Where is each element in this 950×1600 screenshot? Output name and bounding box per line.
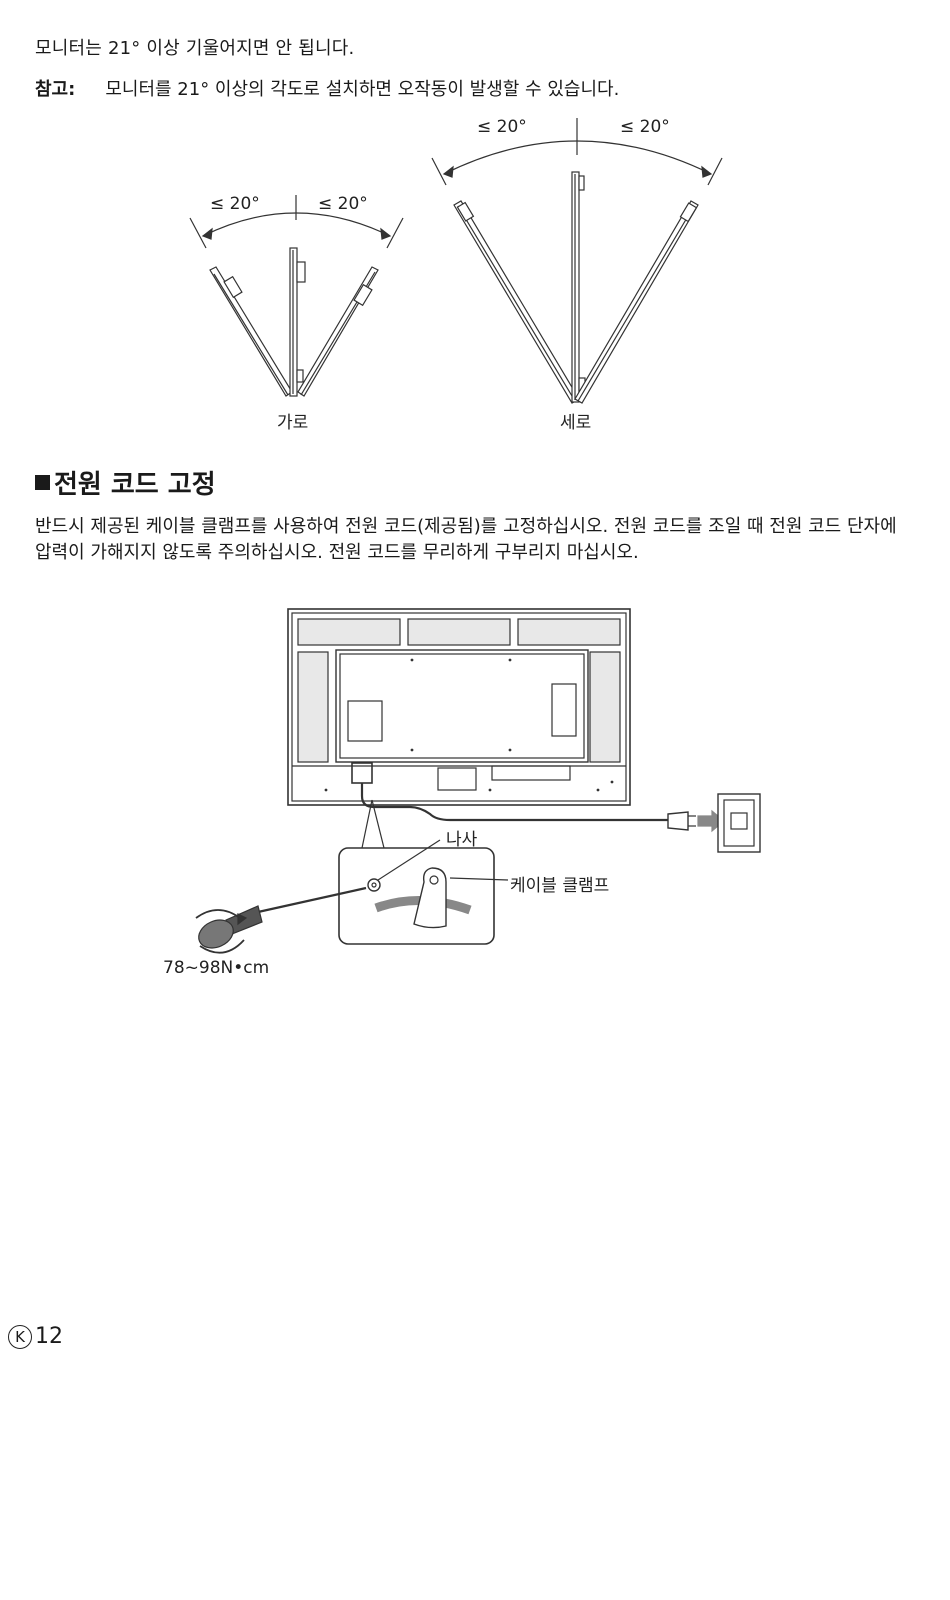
landscape-caption: 가로 xyxy=(277,413,309,433)
portrait-tilt-diagram xyxy=(431,118,723,404)
page-number: 12 xyxy=(35,1324,63,1349)
tilt-diagrams xyxy=(189,118,723,404)
section-heading-text: 전원 코드 고정 xyxy=(54,470,216,500)
portrait-left-angle: ≤ 20° xyxy=(477,117,527,137)
square-bullet-icon xyxy=(35,475,50,490)
language-k-icon: K xyxy=(8,1324,32,1349)
tilt-note: 참고: 모니터를 21° 이상의 각도로 설치하면 오작동이 발생할 수 있습니다… xyxy=(35,75,619,101)
note-label: 참고: xyxy=(35,79,76,100)
landscape-right-angle: ≤ 20° xyxy=(318,194,368,214)
cable-clamp-label: 케이블 클램프 xyxy=(510,876,610,896)
screw-label: 나사 xyxy=(446,830,478,850)
note-text: 모니터를 21° 이상의 각도로 설치하면 오작동이 발생할 수 있습니다. xyxy=(105,79,620,100)
landscape-left-angle: ≤ 20° xyxy=(210,194,260,214)
power-cord-instructions: 반드시 제공된 케이블 클램프를 사용하여 전원 코드(제공됨)를 고정하십시오… xyxy=(35,516,897,563)
cable-clamp-illustration xyxy=(195,608,761,954)
portrait-right-angle: ≤ 20° xyxy=(620,117,670,137)
tilt-warning-text: 모니터는 21° 이상 기울어지면 안 됩니다. xyxy=(35,38,355,59)
torque-label: 78~98N•cm xyxy=(163,958,270,978)
portrait-caption: 세로 xyxy=(560,413,592,433)
section-heading: 전원 코드 고정 xyxy=(35,464,216,501)
landscape-tilt-diagram xyxy=(189,195,404,397)
